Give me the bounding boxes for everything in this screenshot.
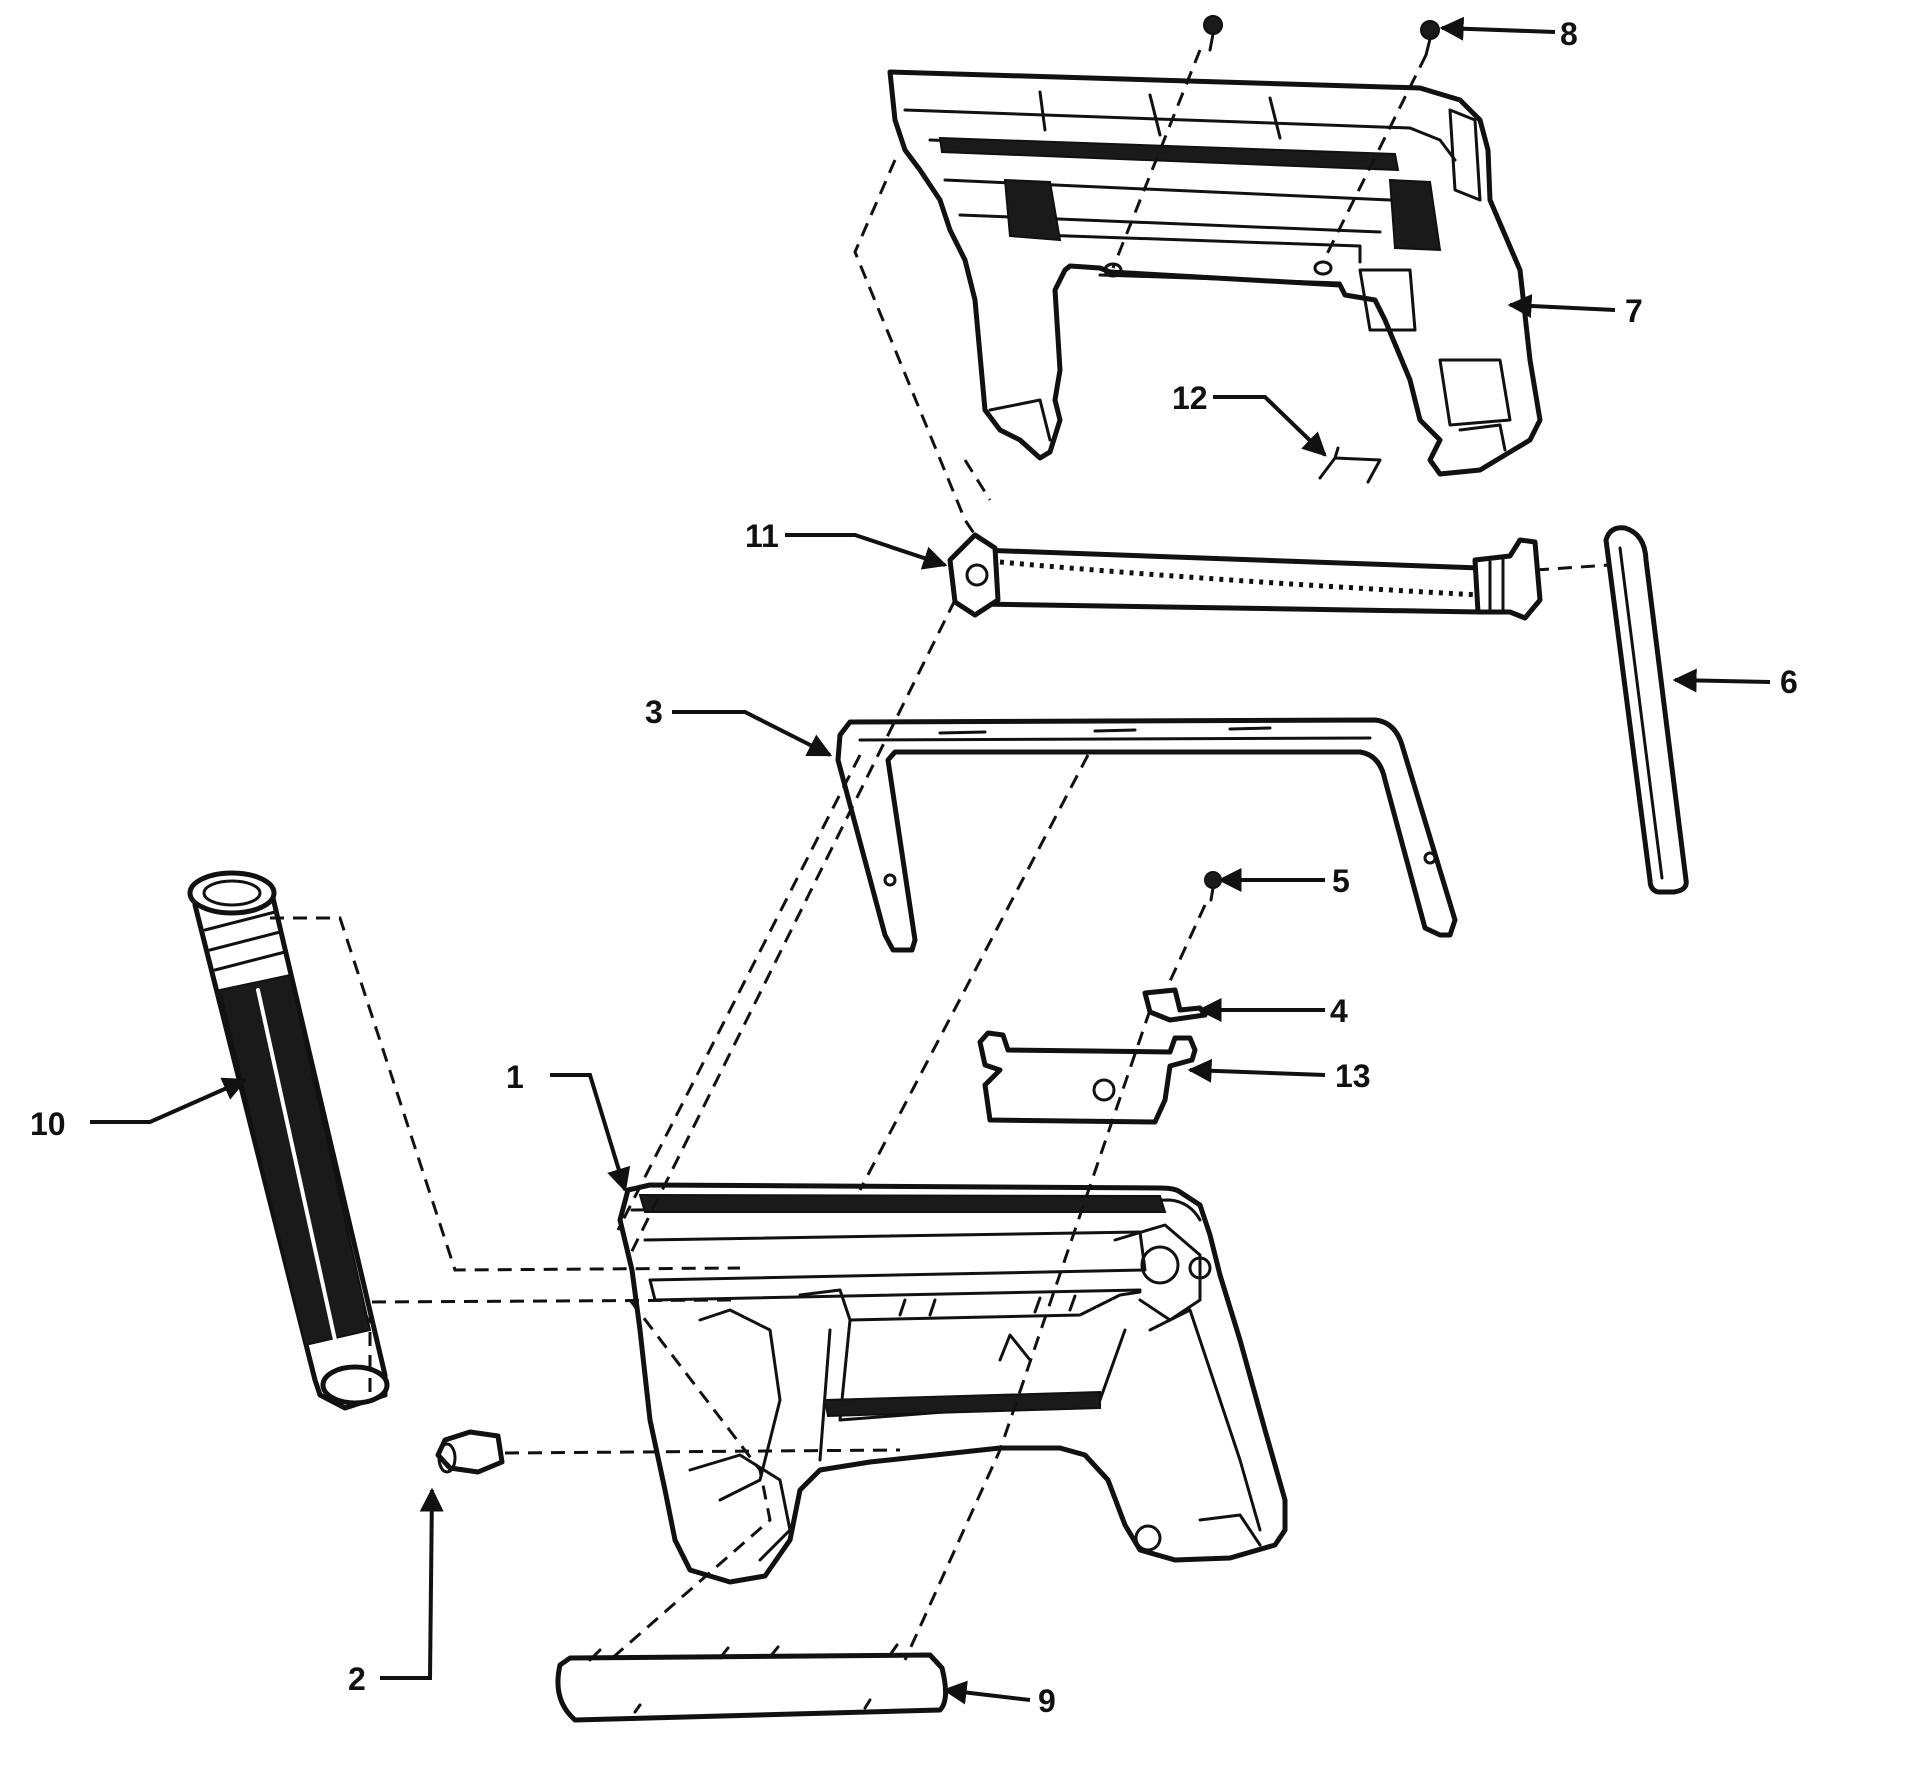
callout-9: 9	[1038, 1683, 1056, 1719]
callout-2: 2	[348, 1661, 366, 1697]
callout-7: 7	[1625, 293, 1643, 329]
callout-leaders	[90, 16, 1771, 1705]
callout-4: 4	[1330, 993, 1348, 1029]
part-4-bracket	[1142, 987, 1208, 1023]
part-3-bumper-frame	[835, 717, 1458, 953]
callout-8: 8	[1560, 16, 1578, 52]
part-2-bushing	[435, 1429, 505, 1475]
part-9-bottom-plate	[555, 1643, 948, 1723]
callout-13: 13	[1335, 1058, 1371, 1094]
part-5-screw	[1204, 871, 1222, 902]
assembly-lines	[270, 49, 1611, 1662]
callout-10: 10	[30, 1106, 66, 1142]
callout-3: 3	[645, 694, 663, 730]
callout-12: 12	[1172, 380, 1208, 416]
callout-1: 1	[506, 1059, 524, 1095]
part-6-belt	[1603, 525, 1689, 895]
part-11-brush-roll	[947, 532, 1543, 621]
callout-5: 5	[1332, 863, 1350, 899]
part-13-plate	[977, 1030, 1198, 1125]
part-10-agitator	[187, 870, 390, 1411]
part-12-clip	[1318, 446, 1382, 484]
part-7-upper-hood	[887, 69, 1543, 477]
callout-11: 11	[745, 518, 779, 554]
callout-6: 6	[1780, 664, 1798, 700]
part-1-base-housing	[617, 1182, 1288, 1585]
callout-labels: 1 2 3 4 5 6 7 8 9 10 11 12 13	[30, 16, 1798, 1719]
